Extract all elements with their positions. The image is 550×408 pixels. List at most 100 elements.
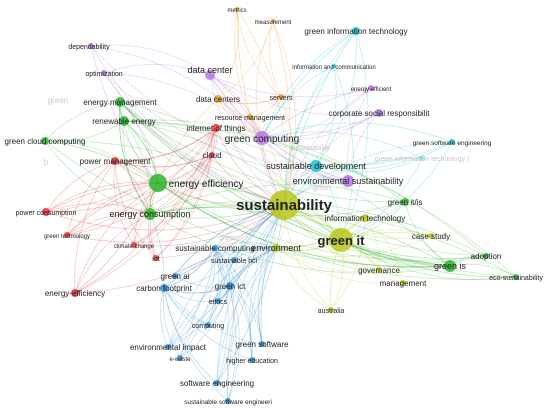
network-edge [209,74,263,139]
network-edge [44,101,121,142]
network-edge [340,239,487,263]
network-edge [149,127,217,215]
network-edge [179,247,277,359]
network-edge [347,112,380,182]
node-green-it-is[interactable] [401,198,409,206]
network-edge [103,72,349,182]
node-iot[interactable] [153,255,159,261]
node-power-consumption[interactable] [42,208,50,216]
node-e-waste[interactable] [177,355,183,361]
node-optimization[interactable] [101,70,107,76]
node-energy-efficiency[interactable] [149,174,167,192]
node-green-is[interactable] [444,260,456,272]
node-green-cloud-computing[interactable] [41,137,49,145]
network-edge [119,101,342,241]
node-sustainability[interactable] [269,190,299,220]
node-information-and-communication[interactable] [332,64,336,68]
node-corporate-social-responsibilit[interactable] [375,109,383,117]
node-adoption[interactable] [483,253,489,259]
network-edge [283,204,404,284]
node-green-computing[interactable] [255,131,269,145]
network-edge [103,64,211,76]
network-edge [44,140,159,184]
node-green-information-technology-faded[interactable] [419,155,425,161]
node-sustainable-computing[interactable] [212,245,218,251]
network-edge [66,213,151,236]
node-green-software[interactable] [259,341,265,347]
node-dependability[interactable] [88,43,94,49]
label-green-it: green it [318,233,366,248]
network-edge [123,120,151,215]
node-internet-of-things[interactable] [212,124,220,132]
faded-label: green [48,96,68,105]
node-green-technology[interactable] [64,232,70,238]
network-edge [114,154,213,168]
network-edge [155,127,217,259]
node-energy-consumption[interactable] [144,208,156,220]
network-edge [114,127,217,162]
node-sustainable-development[interactable] [310,160,322,172]
node-energy-efficiency-2[interactable] [71,289,79,297]
node-energy-management[interactable] [115,97,125,107]
network-edge [123,119,406,203]
node-environment[interactable] [272,244,280,252]
node-case-study[interactable] [428,233,434,239]
node-eco-sustainability[interactable] [513,274,519,280]
network-edge [261,137,349,182]
node-resource-management[interactable] [247,114,253,120]
network-edge [209,74,349,182]
node-data-center[interactable] [205,70,215,80]
node-metrics[interactable] [235,7,239,11]
node-green-ai[interactable] [172,273,178,279]
node-green-ict[interactable] [226,282,234,290]
node-sustainable-hci[interactable] [231,257,237,263]
node-green-it[interactable] [329,228,353,252]
network-edge [340,239,451,267]
network-edge [119,101,159,184]
node-information-technology[interactable] [361,214,369,222]
node-energy-efficient[interactable] [368,85,374,91]
network-edge [216,247,277,384]
node-management[interactable] [400,280,406,286]
network-edge [260,204,285,345]
node-environmental-impact[interactable] [165,344,171,350]
node-climate-change[interactable] [131,242,137,248]
network-edge [209,74,372,98]
node-measurement[interactable] [271,19,275,23]
node-renewable-energy[interactable] [119,116,129,126]
node-data-centers[interactable] [214,95,222,103]
node-computing[interactable] [205,322,211,328]
label-green-ai: green ai [161,272,190,281]
network-edge [217,96,282,105]
network-edge [123,120,342,241]
node-sustainable-software-engineeri[interactable] [225,398,231,404]
label-environmental-impact: environmental impact [130,343,207,352]
label-eco-sustainability: eco-sustainability [489,275,543,282]
node-governance[interactable] [376,267,382,273]
network-edge [216,204,285,384]
network-edge [155,204,285,259]
node-higher-education[interactable] [249,357,255,363]
network-edge [163,259,235,289]
network-edge [123,120,517,278]
network-edge [207,247,220,326]
label-green-technology: green technology [44,234,90,240]
node-carbon-footprint[interactable] [160,284,168,292]
node-ethics[interactable] [215,298,221,304]
node-green-information-technology[interactable] [352,27,360,35]
network-edge [149,213,165,289]
node-green-software-engineering[interactable] [449,139,455,145]
network-edge [315,141,453,170]
node-australia[interactable] [328,307,334,313]
network-edge [149,206,451,267]
node-power-management[interactable] [111,157,119,165]
network-edge [44,140,151,215]
network-edge [157,182,487,261]
label-adoption: adoption [471,252,502,261]
node-software-engineering[interactable] [214,380,220,386]
network-edge [167,204,285,348]
node-servers[interactable] [278,94,284,100]
node-environmental-sustainability[interactable] [342,175,354,187]
network-edge [209,74,285,206]
node-cloud[interactable] [209,152,215,158]
